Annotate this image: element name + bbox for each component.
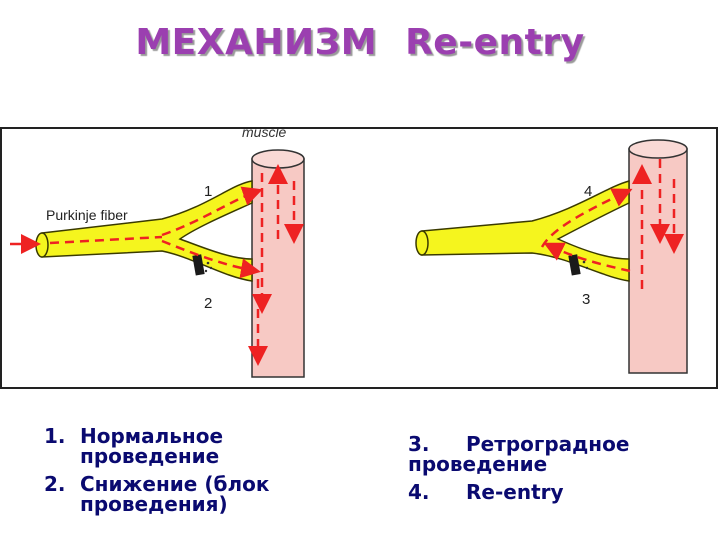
legend-item-4: 4.Re-entry <box>408 480 564 504</box>
marker-4: 4 <box>584 183 593 200</box>
left-panel <box>10 149 305 378</box>
left-fiber-end <box>35 232 49 258</box>
diagram-canvas <box>10 139 688 378</box>
left-muscle-top <box>251 149 305 169</box>
marker-1: 1 <box>204 183 213 200</box>
legend-right: 3.Ретроградное проведение 4.Re-entry <box>408 434 629 510</box>
right-purkinje-fiber <box>421 180 630 282</box>
right-arrow-loop <box>540 188 633 248</box>
left-arrow-upper <box>161 186 263 237</box>
legend-left: 1.Нормальное проведение 2.Снижение (блок… <box>44 426 269 522</box>
title-reentry: Re-entry <box>405 22 585 63</box>
right-panel <box>415 139 688 374</box>
marker-3: 3 <box>582 291 591 308</box>
left-arrow-lower <box>161 239 261 279</box>
legend-item-2: 2.Снижение (блок проведения) <box>44 472 270 516</box>
title-mechanism: МЕХАНИЗМ <box>135 22 378 63</box>
legend-item-3: 3.Ретроградное проведение <box>408 432 630 476</box>
page-title: МЕХАНИЗМ Re-entry <box>0 22 720 63</box>
right-arrow-retrograde <box>543 242 631 273</box>
reentry-diagram: muscle Purkinje fiber 1 2 4 3 <box>0 127 718 389</box>
legend-item-1: 1.Нормальное проведение <box>44 424 224 468</box>
right-muscle <box>628 148 688 374</box>
right-muscle-top <box>628 139 688 159</box>
left-purkinje-fiber <box>41 180 253 282</box>
marker-2: 2 <box>204 295 213 312</box>
right-block-zone <box>568 254 581 276</box>
right-fiber-end <box>415 230 429 256</box>
left-arrow-trunk <box>49 235 163 245</box>
left-block-zone <box>192 254 205 276</box>
muscle-label: muscle <box>242 127 287 140</box>
purkinje-fiber-label: Purkinje fiber <box>46 207 128 223</box>
